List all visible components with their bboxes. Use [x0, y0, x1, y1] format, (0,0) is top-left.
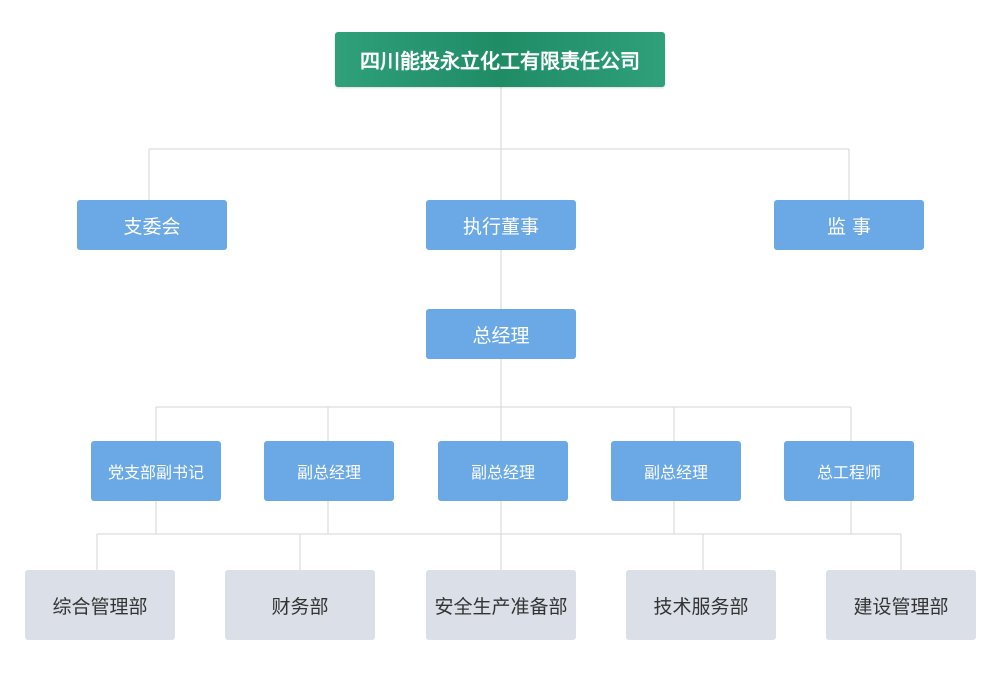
chief-engineer-node: 总工程师	[784, 441, 914, 501]
deputy-secretary-node: 党支部副书记	[91, 441, 221, 501]
general-manager-node: 总经理	[426, 309, 576, 359]
executive-director-node: 执行董事	[426, 200, 576, 250]
department-technical-service: 技术服务部	[626, 570, 776, 640]
department-general-management: 综合管理部	[25, 570, 175, 640]
party-committee-node: 支委会	[77, 200, 227, 250]
deputy-general-manager-node-3: 副总经理	[611, 441, 741, 501]
department-finance: 财务部	[225, 570, 375, 640]
company-root-node: 四川能投永立化工有限责任公司	[335, 32, 665, 87]
supervisor-node: 监 事	[774, 200, 924, 250]
deputy-general-manager-node-1: 副总经理	[264, 441, 394, 501]
department-safety-production-prep: 安全生产准备部	[426, 570, 576, 640]
deputy-general-manager-node-2: 副总经理	[438, 441, 568, 501]
department-construction-management: 建设管理部	[826, 570, 976, 640]
